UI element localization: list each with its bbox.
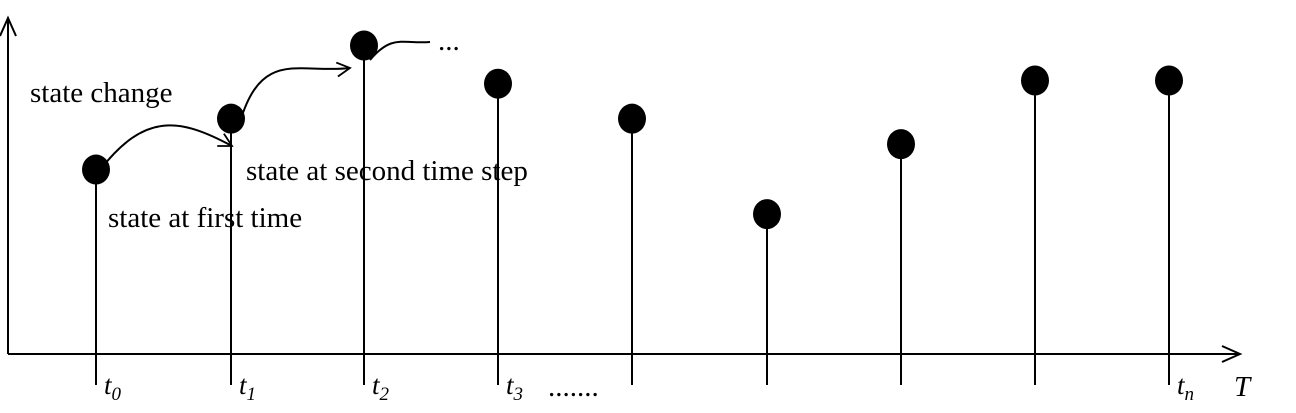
state-dot-5: [753, 199, 781, 230]
tick-labels: t0 t1 t2 t3 tn: [104, 370, 1194, 405]
tick-label-2: t2: [372, 370, 390, 405]
state-change-label: state change: [30, 77, 173, 109]
state-change-arrow-1: [99, 124, 234, 171]
y-axis-arrowhead: [0, 15, 17, 37]
state-dot-0: [82, 154, 110, 185]
state-change-continuation: [369, 40, 431, 61]
state-dot-4: [618, 103, 646, 134]
state-dot-6: [887, 129, 915, 160]
x-axis-arrowhead: [1221, 345, 1243, 363]
state-change-arrow-2: [239, 61, 352, 123]
tick-ellipsis: .......: [548, 371, 599, 403]
state-dot-8: [1155, 65, 1183, 96]
state-at-first-label: state at first time: [108, 202, 302, 234]
tick-label-1: t1: [239, 370, 256, 405]
state-dot-2: [350, 30, 378, 61]
state-at-second-label: state at second time step: [246, 155, 528, 187]
tick-label-8: tn: [1177, 370, 1194, 405]
x-axis-label: T: [1234, 371, 1252, 403]
state-stems: [82, 30, 1183, 385]
state-dot-3: [484, 68, 512, 99]
state-dot-1: [217, 103, 245, 134]
tick-label-3: t3: [506, 370, 523, 405]
state-dot-7: [1021, 65, 1049, 96]
continuation-dots: ...: [438, 25, 460, 57]
tick-label-0: t0: [104, 370, 122, 405]
